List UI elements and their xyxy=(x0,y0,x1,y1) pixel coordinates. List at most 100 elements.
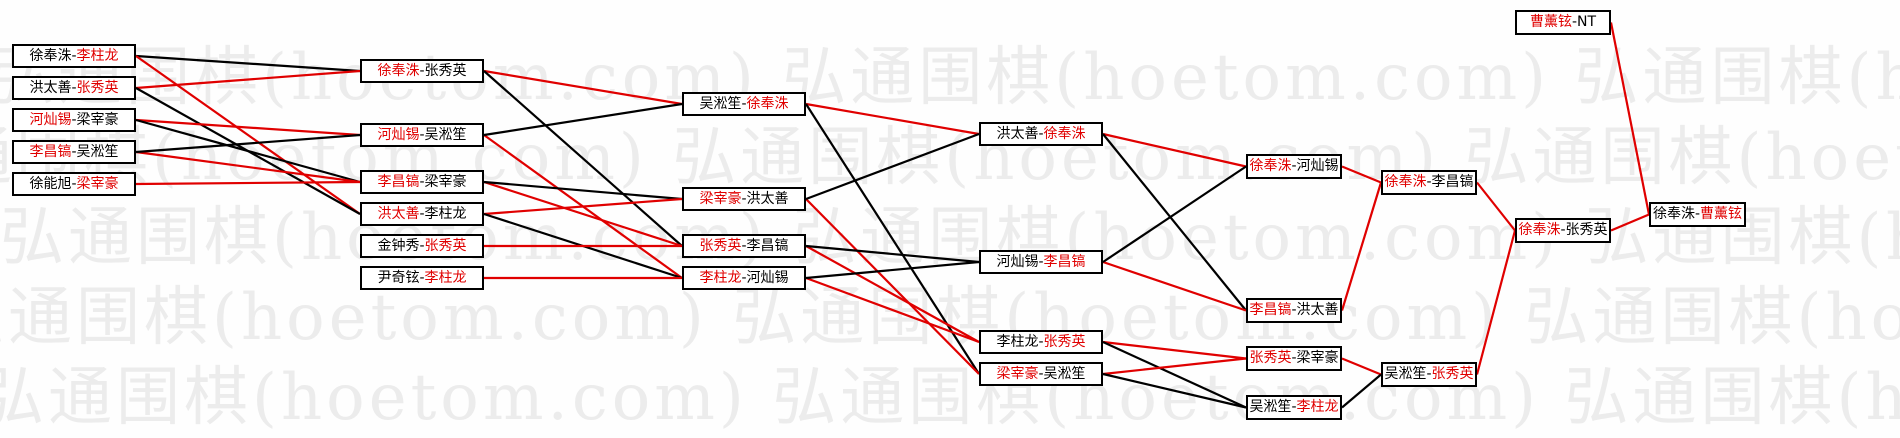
loser-name: 金钟秀 xyxy=(377,238,420,254)
loser-name: 吴淞笙 xyxy=(1043,366,1086,382)
loser-name: 徐能旭 xyxy=(29,176,72,192)
separator: - xyxy=(1038,254,1044,270)
bracket-line-winner xyxy=(135,55,361,215)
match-box: 梁宰豪-洪太善 xyxy=(682,187,806,211)
winner-name: 河灿锡 xyxy=(377,127,420,143)
loser-name: 梁宰豪 xyxy=(424,174,467,190)
separator: - xyxy=(1038,126,1044,142)
match-box: 河灿锡-吴淞笙 xyxy=(360,123,484,147)
separator: - xyxy=(741,96,747,112)
separator: - xyxy=(1571,14,1578,30)
separator: - xyxy=(71,80,77,96)
loser-name: 徐奉洙 xyxy=(1652,206,1695,222)
match-box: 尹奇铉-李柱龙 xyxy=(360,266,484,290)
winner-name: 李昌镐 xyxy=(377,174,420,190)
loser-name: 李柱龙 xyxy=(996,334,1039,350)
match-box: 徐能旭-梁宰豪 xyxy=(12,172,136,196)
bracket-line-loser xyxy=(483,180,683,201)
separator: - xyxy=(1038,334,1044,350)
match-box: 徐奉洙-张秀英 xyxy=(1515,218,1611,243)
winner-name: 张秀英 xyxy=(1249,350,1292,366)
bracket-line-loser xyxy=(1102,372,1247,409)
loser-name: 张秀英 xyxy=(424,63,467,79)
bracket-line-loser xyxy=(1102,133,1247,312)
match-box: 洪太善-李柱龙 xyxy=(360,202,484,226)
separator: - xyxy=(741,191,747,207)
match-box: 吴淞笙-张秀英 xyxy=(1381,362,1477,387)
loser-name: 河灿锡 xyxy=(996,254,1039,270)
separator: - xyxy=(419,63,425,79)
bracket-line-winner xyxy=(1102,260,1247,312)
bracket-line-winner xyxy=(1102,132,1247,168)
separator: - xyxy=(1694,206,1701,222)
match-box: 张秀英-李昌镐 xyxy=(682,234,806,258)
bracket-line-winner xyxy=(805,198,980,375)
bracket-line-loser xyxy=(805,260,980,280)
bracket-line-loser xyxy=(805,103,980,375)
bracket-line-winner xyxy=(483,180,683,248)
bracket-line-loser xyxy=(1102,340,1247,409)
separator: - xyxy=(1291,350,1297,366)
match-box: 梁宰豪-吴淞笙 xyxy=(979,362,1103,386)
loser-name: 吴淞笙 xyxy=(1249,399,1292,415)
winner-name: 张秀英 xyxy=(424,238,467,254)
match-box: 李昌镐-梁宰豪 xyxy=(360,170,484,194)
bracket-line-winner xyxy=(1475,230,1517,375)
match-box: 李柱龙-河灿锡 xyxy=(682,266,806,290)
separator: - xyxy=(71,144,77,160)
bracket-line-winner xyxy=(135,69,361,90)
winner-name: 曹薰铉 xyxy=(1529,14,1572,30)
bracket-line-winner xyxy=(805,245,980,343)
bracket-line-winner xyxy=(483,69,683,106)
match-box: 李昌镐-吴淞笙 xyxy=(12,140,136,164)
bracket-lines xyxy=(135,22,1651,409)
winner-name: 徐奉洙 xyxy=(1249,158,1292,174)
bracket-line-winner xyxy=(483,197,683,216)
bracket-line-loser xyxy=(1102,165,1247,263)
winner-name: 张秀英 xyxy=(76,80,119,96)
loser-name: 梁宰豪 xyxy=(1296,350,1339,366)
winner-name: 张秀英 xyxy=(699,238,742,254)
separator: - xyxy=(419,238,425,254)
winner-name: 李昌镐 xyxy=(1043,254,1086,270)
match-box: 张秀英-梁宰豪 xyxy=(1246,346,1342,371)
separator: - xyxy=(1038,366,1044,382)
winner-name: 徐奉洙 xyxy=(377,63,420,79)
bracket-line-winner xyxy=(1340,182,1383,311)
loser-name: 梁宰豪 xyxy=(76,112,119,128)
loser-name: 吴淞笙 xyxy=(424,127,467,143)
bracket-line-winner xyxy=(1610,213,1650,232)
bracket-line-loser xyxy=(805,132,980,201)
winner-name: 李柱龙 xyxy=(424,270,467,286)
winner-name: 徐奉洙 xyxy=(1384,174,1427,190)
bracket-line-winner xyxy=(1341,357,1382,376)
loser-name: 徐奉洙 xyxy=(29,48,72,64)
bracket-line-loser xyxy=(483,102,683,137)
separator: - xyxy=(71,112,77,128)
winner-name: 梁宰豪 xyxy=(699,191,742,207)
winner-name: 徐奉洙 xyxy=(1043,126,1086,142)
bracket-line-winner xyxy=(135,150,361,184)
match-box: 徐奉洙-李柱龙 xyxy=(12,44,136,68)
loser-name: 河灿锡 xyxy=(746,270,789,286)
separator: - xyxy=(1426,366,1432,382)
match-box: 曹薰铉-NT xyxy=(1515,10,1611,35)
bracket-line-loser xyxy=(1341,373,1382,409)
separator: - xyxy=(71,48,77,64)
loser-name: 张秀英 xyxy=(1565,222,1608,238)
winner-name: 徐奉洙 xyxy=(746,96,789,112)
match-box: 徐奉洙-河灿锡 xyxy=(1246,154,1342,179)
loser-name: 李柱龙 xyxy=(424,206,467,222)
separator: - xyxy=(419,270,425,286)
bracket-line-winner xyxy=(1102,340,1247,360)
match-box: 徐奉洙-张秀英 xyxy=(360,59,484,83)
match-box: 河灿锡-梁宰豪 xyxy=(12,108,136,132)
bracket-line-winner xyxy=(805,276,980,344)
loser-name: 吴淞笙 xyxy=(699,96,742,112)
bracket-line-loser xyxy=(135,54,361,73)
separator: - xyxy=(419,206,425,222)
separator: - xyxy=(1291,302,1297,318)
winner-name: 张秀英 xyxy=(1043,334,1086,350)
bracket-line-winner xyxy=(135,180,361,186)
loser-name: 洪太善 xyxy=(746,191,789,207)
